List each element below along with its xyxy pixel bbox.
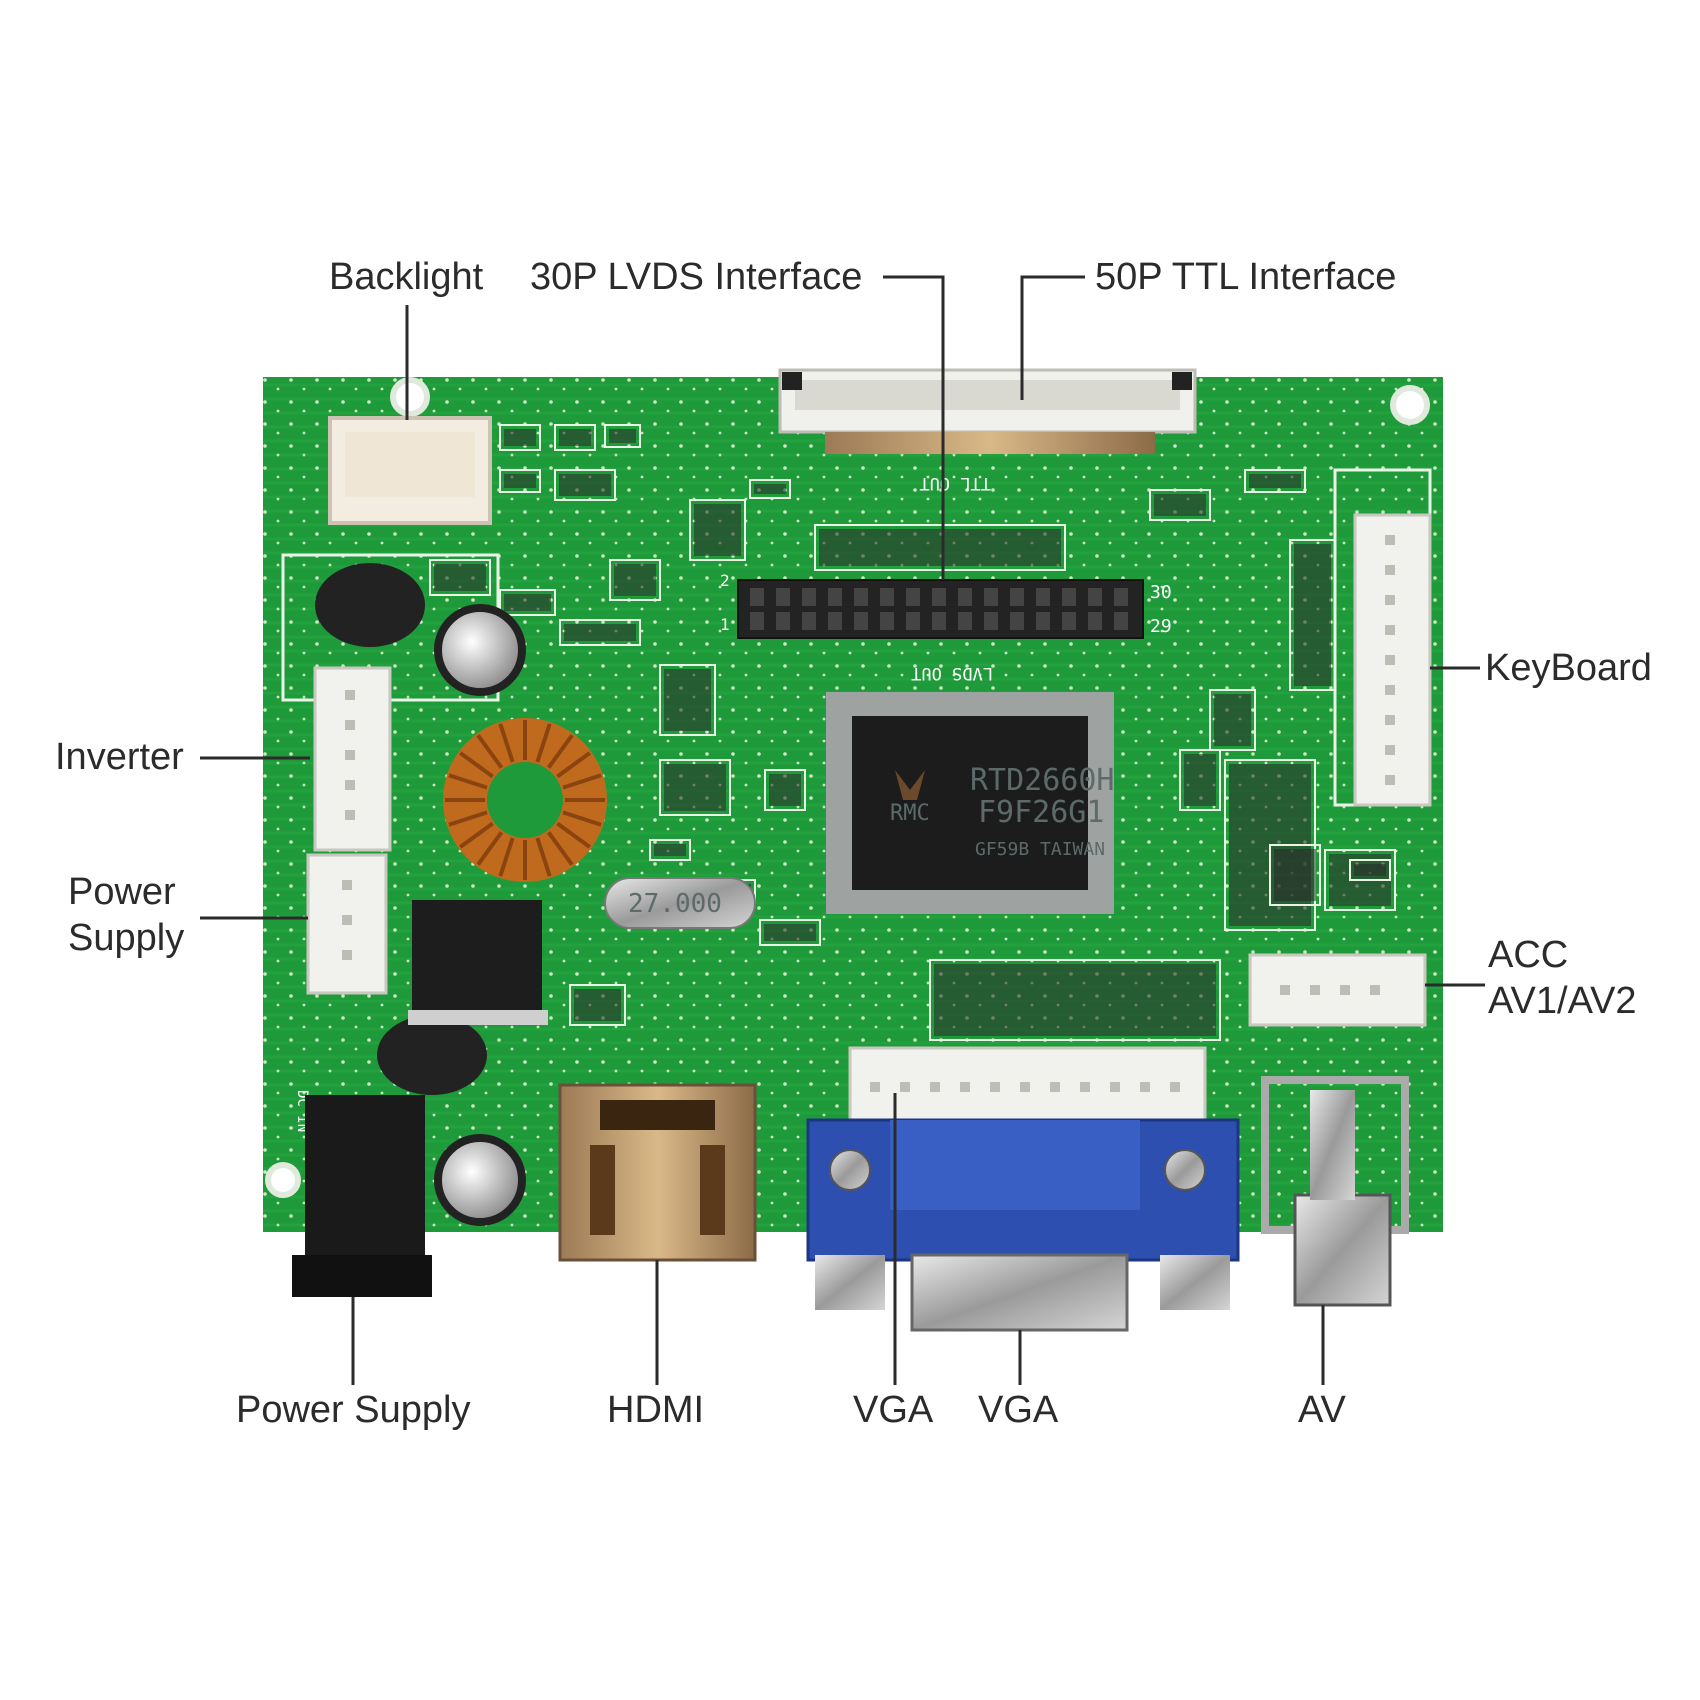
ttl-50p-connector (778, 368, 1197, 454)
svg-text:LVDS OUT: LVDS OUT (911, 663, 993, 683)
vga-label-1: VGA (853, 1389, 934, 1431)
smd-components (429, 424, 1396, 1041)
toroid-inductor (443, 718, 607, 882)
svg-text:2: 2 (720, 571, 730, 590)
keyboard-label: KeyBoard (1485, 647, 1652, 689)
crystal-oscillator: 27.000 (604, 877, 756, 929)
inverter-label: Inverter (55, 736, 184, 778)
inductor-top (315, 563, 425, 647)
inverter-connector (313, 666, 392, 852)
capacitor-top (434, 604, 526, 696)
svg-text:RTD2660H: RTD2660H (970, 763, 1115, 798)
av-rca-port (1261, 1076, 1409, 1307)
power-supply-bottom-label: Power Supply (236, 1389, 471, 1431)
power-supply-side-line2: Supply (68, 916, 185, 959)
svg-text:TTL OUT: TTL OUT (919, 473, 991, 493)
voltage-regulator (412, 900, 542, 1020)
acc-connector (1248, 953, 1427, 1027)
power-supply-connector (306, 853, 388, 995)
capacitor-bottom (434, 1134, 526, 1226)
callout-lines (200, 275, 1485, 1385)
lvds-interface-label: 30P LVDS Interface (530, 256, 863, 298)
hdmi-port (558, 1083, 757, 1262)
dc-jack (292, 1095, 432, 1297)
svg-text:29: 29 (1150, 616, 1172, 637)
vga-label-2: VGA (978, 1389, 1059, 1431)
power-supply-side-label: Power Supply (68, 870, 184, 961)
svg-text:RMC: RMC (890, 801, 930, 826)
inductor-bottom (377, 1015, 487, 1095)
hdmi-label: HDMI (607, 1389, 705, 1431)
av-label: AV (1298, 1389, 1346, 1431)
vga-dsub-port (806, 1118, 1240, 1332)
chip-logo-icon (895, 770, 925, 800)
svg-text:GF59B TAIWAN: GF59B TAIWAN (975, 839, 1105, 860)
acc-label: ACC AV1/AV2 (1488, 933, 1637, 1024)
acc-label-line1: ACC (1488, 934, 1569, 976)
power-supply-side-line1: Power (68, 871, 176, 913)
ttl-interface-label: 50P TTL Interface (1095, 256, 1397, 298)
svg-text:1: 1 (720, 615, 730, 634)
svg-text:30: 30 (1150, 582, 1172, 603)
svg-text:27.000: 27.000 (628, 889, 722, 919)
lvds-30p-header (737, 579, 1144, 639)
rtd2660h-chip: RTD2660H F9F26G1 GF59B TAIWAN RMC (826, 692, 1115, 914)
keyboard-connector (1353, 513, 1432, 807)
backlight-connector (328, 416, 492, 525)
svg-text:F9F26G1: F9F26G1 (978, 795, 1104, 830)
backlight-label: Backlight (329, 256, 484, 298)
acc-label-line2: AV1/AV2 (1488, 979, 1637, 1022)
vga-header-connector (848, 1046, 1207, 1122)
